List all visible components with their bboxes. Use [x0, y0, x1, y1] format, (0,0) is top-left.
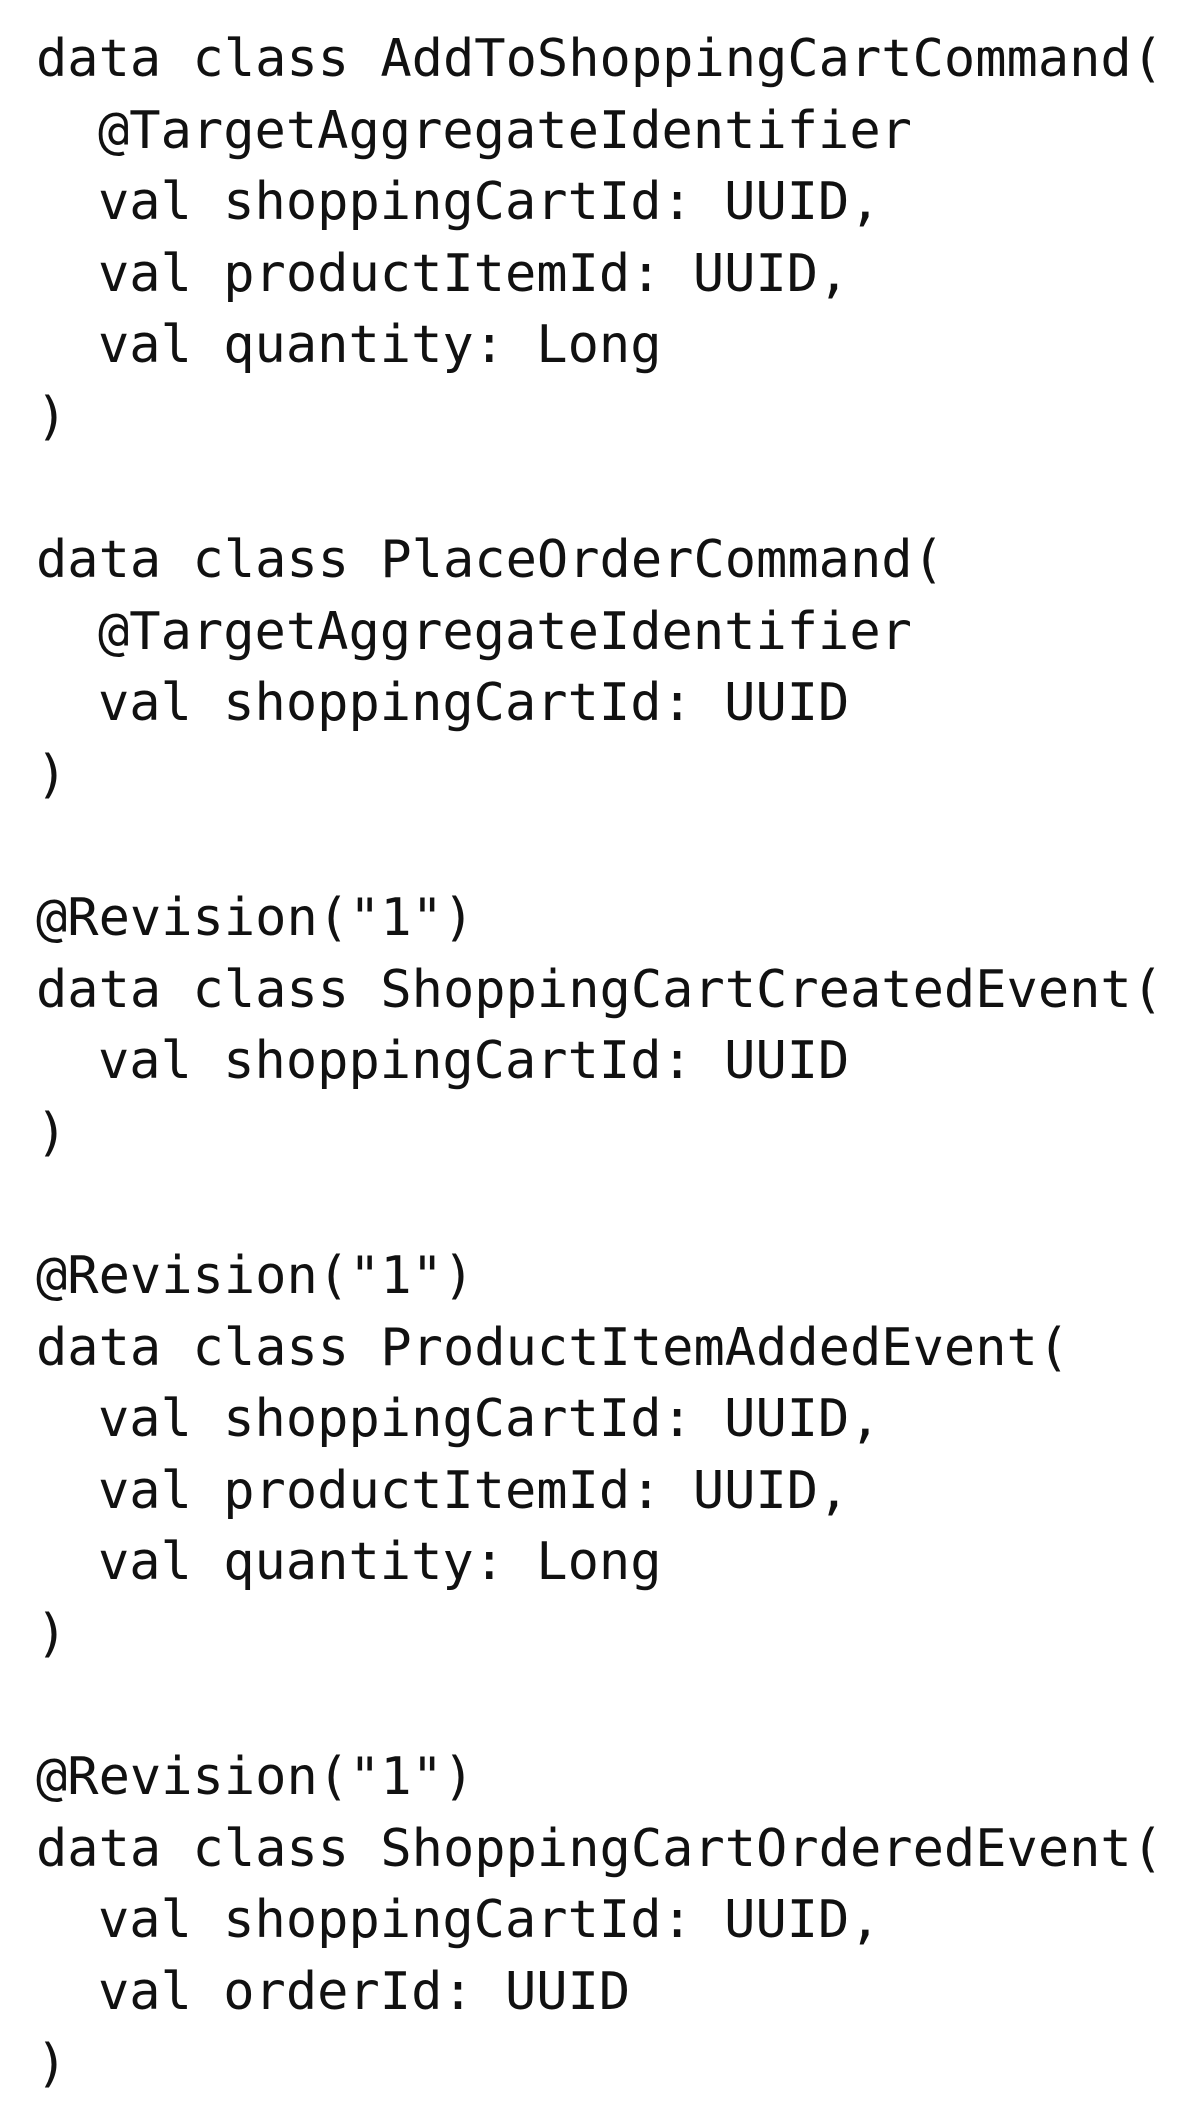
- blank-line: [36, 1170, 1186, 1242]
- code-line: val orderId: UUID: [98, 1962, 631, 2023]
- code-line: val shoppingCartId: UUID,: [98, 1890, 881, 1951]
- code-line: val shoppingCartId: UUID: [98, 1031, 850, 1092]
- blank-line: [36, 1671, 1186, 1743]
- code-line: ): [36, 1102, 68, 1163]
- code-line: data class ShoppingCartCreatedEvent(: [36, 959, 1164, 1020]
- code-line: val quantity: Long: [98, 1532, 662, 1593]
- code-line: ): [36, 744, 68, 805]
- blank-line: [36, 454, 1186, 526]
- code-line: val shoppingCartId: UUID: [98, 673, 850, 734]
- code-line: data class AddToShoppingCartCommand(: [36, 29, 1164, 89]
- code-line: @TargetAggregateIdentifier: [98, 100, 912, 161]
- code-line: data class PlaceOrderCommand(: [36, 530, 944, 591]
- code-line: @Revision("1"): [36, 1747, 475, 1808]
- code-line: val productItemId: UUID,: [98, 1460, 850, 1521]
- code-line: data class ProductItemAddedEvent(: [36, 1317, 1070, 1378]
- code-block: data class AddToShoppingCartCommand( @Ta…: [36, 24, 1186, 2100]
- code-line: val shoppingCartId: UUID,: [98, 172, 881, 233]
- blank-line: [36, 812, 1186, 884]
- code-line: ): [36, 386, 68, 447]
- code-line: @Revision("1"): [36, 1246, 475, 1307]
- code-line: @Revision("1"): [36, 888, 475, 949]
- code-line: ): [36, 1604, 68, 1665]
- code-line: ): [36, 2033, 68, 2094]
- code-line: @TargetAggregateIdentifier: [98, 601, 912, 662]
- code-line: data class ShoppingCartOrderedEvent(: [36, 1818, 1164, 1879]
- code-line: val productItemId: UUID,: [98, 243, 850, 304]
- code-line: val quantity: Long: [98, 315, 662, 376]
- code-line: val shoppingCartId: UUID,: [98, 1389, 881, 1450]
